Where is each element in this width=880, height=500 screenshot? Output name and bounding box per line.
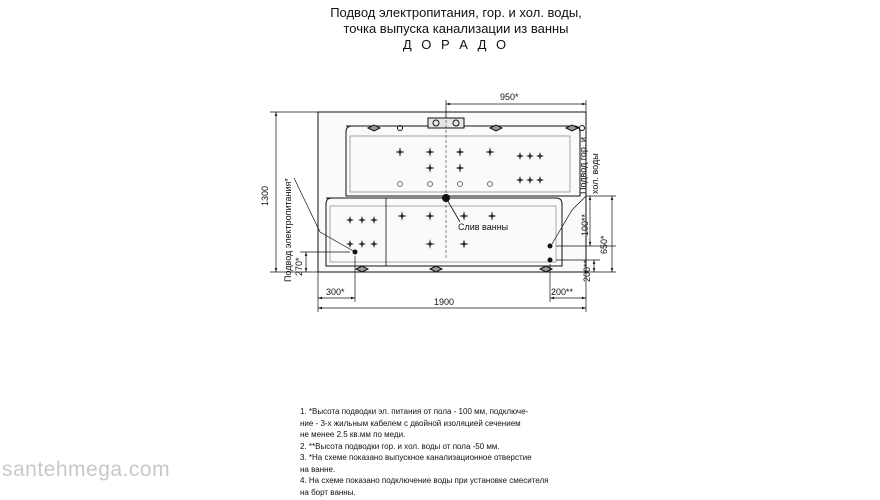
drain-point bbox=[442, 110, 461, 260]
dim-200-bottom: 200** bbox=[551, 287, 574, 297]
dim-270: 270* bbox=[294, 257, 304, 276]
label-drain: Слив ванны bbox=[458, 222, 508, 232]
dim-1900: 1900 bbox=[434, 297, 454, 307]
air-nozzles bbox=[397, 181, 493, 187]
note-line: 1. *Высота подводки эл. питания от пола … bbox=[300, 407, 529, 416]
watermark: santehmega.com bbox=[2, 458, 171, 481]
note-line: 2. **Высота подводки гор. и хол. воды от… bbox=[300, 441, 500, 451]
model-name: Д О Р А Д О bbox=[402, 37, 510, 52]
dim-650: 650* bbox=[599, 235, 609, 254]
dim-1300: 1300 bbox=[260, 186, 270, 206]
notes-block: 1. *Высота подводки эл. питания от пола … bbox=[300, 406, 610, 498]
water-connection-point-cold bbox=[547, 257, 553, 263]
lower-basin bbox=[325, 197, 563, 267]
dim-100: 100** bbox=[580, 213, 590, 236]
dim-950: 950* bbox=[500, 92, 519, 102]
title-line-2: точка выпуска канализации из ванны bbox=[343, 21, 569, 36]
note-line: 3. *На схеме показано выпускное канализа… bbox=[300, 453, 532, 462]
note-line: на ванне. bbox=[300, 464, 336, 474]
water-connection-point-hot bbox=[547, 243, 553, 249]
dim-200-right: 200** bbox=[582, 259, 592, 282]
dim-300: 300* bbox=[326, 287, 345, 297]
note-line: 4. На схеме показано подключение воды пр… bbox=[300, 476, 549, 485]
note-line: на борт ванны. bbox=[300, 487, 356, 497]
note-line: не менее 2.5 кв.мм по меди. bbox=[300, 430, 406, 439]
label-power-supply: Подвод электропитания* bbox=[283, 178, 293, 282]
label-water-supply-2: хол. воды bbox=[590, 153, 600, 194]
label-water-supply-1: Подвод гор. и bbox=[578, 137, 588, 194]
upper-basin bbox=[345, 125, 581, 197]
note-line: ние - 3-х жильным кабелем с двойной изол… bbox=[300, 418, 521, 428]
title-line-1: Подвод электропитания, гор. и хол. воды, bbox=[330, 5, 582, 20]
hydromassage-jets bbox=[346, 147, 544, 249]
